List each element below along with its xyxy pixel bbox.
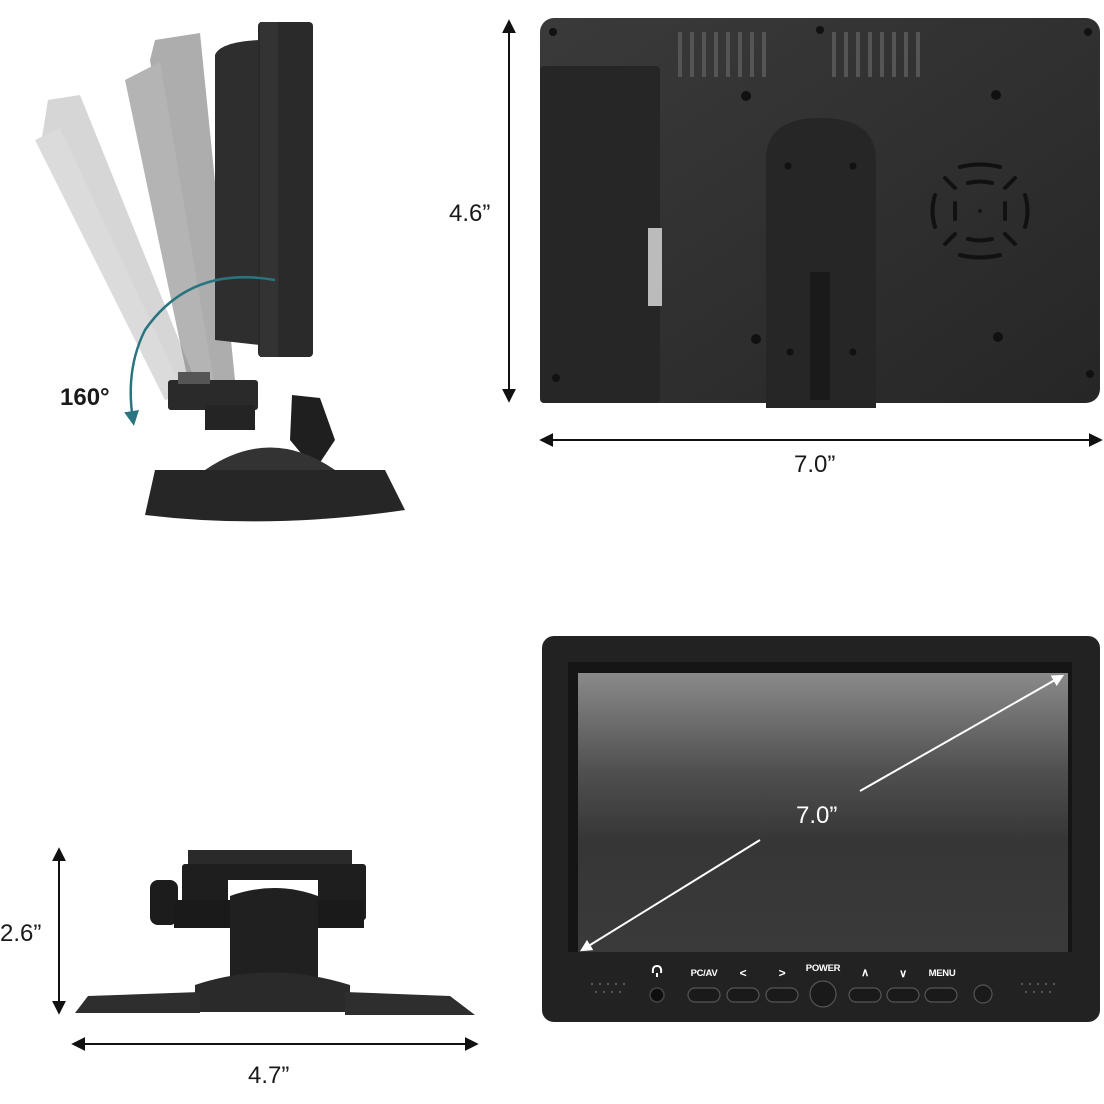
stand-height-label: 2.6”: [0, 920, 42, 947]
power-button-label: POWER: [805, 963, 841, 974]
front-view: [542, 636, 1100, 1022]
left-button-label: <: [739, 966, 747, 980]
menu-button-label: MENU: [928, 968, 956, 979]
tilt-angle-label: 160°: [60, 384, 110, 411]
back-width-label: 7.0”: [794, 451, 836, 478]
power-button: [810, 981, 836, 1007]
pc-av-button-label: PC/AV: [690, 968, 718, 979]
right-button-label: >: [778, 966, 786, 980]
menu-button: [925, 988, 957, 1002]
stand-view: [52, 847, 479, 1051]
back-view: [502, 18, 1103, 447]
stand-width-label: 4.7”: [248, 1062, 290, 1089]
up-button-label: ∧: [861, 967, 869, 979]
back-height-label: 4.6”: [449, 200, 491, 227]
tilt-view: [35, 22, 405, 522]
down-button-label: ∨: [899, 968, 907, 980]
screen-diagonal-label: 7.0”: [796, 802, 838, 829]
left-button: [727, 988, 759, 1002]
down-button: [887, 988, 919, 1002]
headphone-icon: [651, 964, 663, 978]
pc-av-button: [688, 988, 720, 1002]
right-button: [766, 988, 798, 1002]
up-button: [849, 988, 881, 1002]
